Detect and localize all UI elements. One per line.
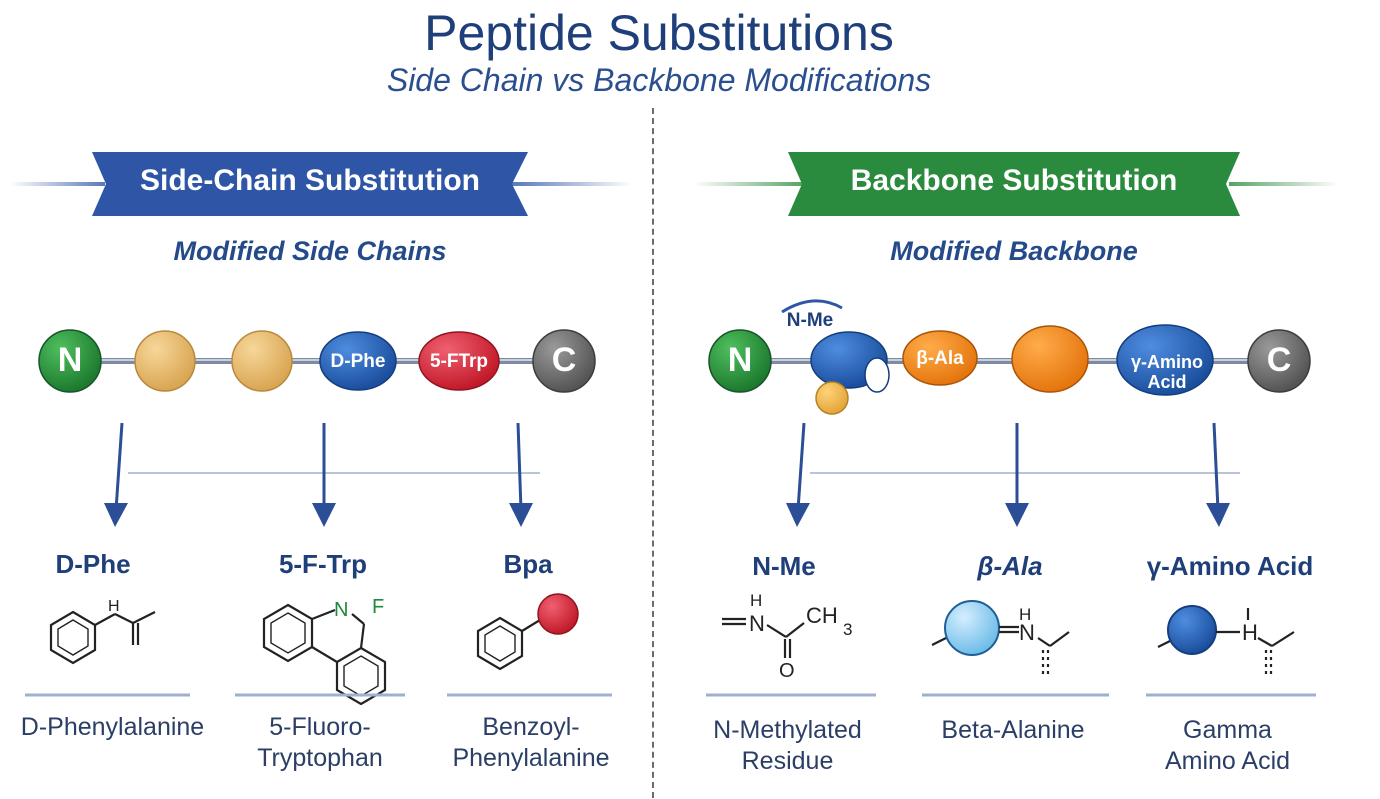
5-f-trp-name: 5-F-Trp bbox=[278, 549, 368, 579]
svg-text:H: H bbox=[1019, 605, 1031, 624]
bpa-name: Bpa bbox=[503, 549, 553, 579]
d-phe-desc-line1: D-Phenylalanine bbox=[20, 713, 205, 741]
arrow-down-icon bbox=[312, 503, 336, 527]
d-phe-node bbox=[319, 331, 397, 391]
right-structures: H N CH 3 O H N H bbox=[706, 591, 1316, 697]
n-terminus-label: N bbox=[57, 341, 83, 379]
residue-node bbox=[1011, 325, 1089, 393]
5-f-trp-structure bbox=[262, 603, 387, 705]
left-structures: H N F bbox=[25, 593, 612, 705]
center-divider bbox=[652, 108, 654, 798]
c-terminus-label: C bbox=[1266, 341, 1292, 379]
bpa-desc-line2: Phenylalanine bbox=[452, 744, 610, 772]
arrow-down-icon bbox=[104, 503, 128, 527]
svg-text:3: 3 bbox=[843, 620, 852, 639]
c-terminus-label: C bbox=[551, 341, 577, 379]
d-phe-structure bbox=[49, 610, 156, 665]
n-me-name: N-Me bbox=[752, 551, 816, 581]
atom-h-label: H bbox=[108, 598, 120, 615]
svg-text:N: N bbox=[1019, 620, 1035, 645]
left-banner: Side-Chain Substitution bbox=[140, 164, 480, 197]
5-ftrp-node bbox=[418, 331, 500, 391]
gamma-amino-label-line2: Acid bbox=[1147, 372, 1187, 392]
right-banner: Backbone Substitution bbox=[850, 164, 1178, 197]
left-subheading: Modified Side Chains bbox=[173, 236, 447, 266]
beta-ala-name: β-Ala bbox=[977, 551, 1043, 581]
residue-node bbox=[134, 330, 196, 392]
page-title: Peptide Substitutions bbox=[424, 5, 894, 61]
beta-ala-node bbox=[902, 330, 978, 386]
beta-ala-label: β-Ala bbox=[916, 348, 964, 369]
gamma-amino-structure: H bbox=[1157, 605, 1295, 676]
bpa-desc-line1: Benzoyl- bbox=[482, 713, 580, 741]
right-peptide-chain bbox=[708, 299, 1311, 415]
right-banner-graphic bbox=[694, 152, 1339, 216]
arrow-down-icon bbox=[509, 503, 533, 527]
right-subheading: Modified Backbone bbox=[890, 236, 1138, 266]
n-me-desc-line1: N-Methylated bbox=[713, 716, 862, 744]
gamma-amino-acid-name: γ-Amino Acid bbox=[1146, 551, 1314, 581]
page-subtitle: Side Chain vs Backbone Modifications bbox=[386, 62, 932, 98]
beta-ala-structure: H N bbox=[931, 600, 1070, 676]
5-f-trp-desc-line1: 5-Fluoro- bbox=[269, 713, 371, 741]
gamma-amino-label-line1: γ-Amino bbox=[1131, 352, 1203, 372]
n-me-chain-label: N-Me bbox=[786, 310, 834, 331]
d-phe-name: D-Phe bbox=[55, 549, 131, 579]
5-f-trp-desc-line2: Tryptophan bbox=[257, 744, 383, 772]
gamma-desc-line1: Gamma bbox=[1183, 716, 1272, 744]
arrow-down-icon bbox=[1005, 503, 1029, 527]
c-terminus-node bbox=[532, 329, 596, 393]
svg-text:H: H bbox=[1242, 620, 1258, 645]
left-peptide-chain bbox=[38, 329, 596, 393]
left-banner-graphic bbox=[10, 152, 632, 216]
n-terminus-node bbox=[708, 329, 772, 393]
n-terminus-label: N bbox=[727, 341, 753, 379]
beta-ala-desc-line1: Beta-Alanine bbox=[941, 716, 1085, 744]
atom-f-label: F bbox=[372, 596, 384, 618]
5-ftrp-label: 5-FTrp bbox=[429, 351, 489, 372]
gamma-amino-node bbox=[1116, 324, 1214, 396]
right-arrows bbox=[786, 422, 1240, 527]
svg-text:O: O bbox=[779, 660, 795, 682]
svg-text:CH: CH bbox=[806, 603, 838, 628]
n-me-structure: H N CH 3 O bbox=[722, 591, 852, 682]
arrow-down-icon bbox=[786, 503, 810, 527]
residue-node bbox=[231, 330, 293, 392]
svg-text:N: N bbox=[749, 611, 765, 636]
n-terminus-node bbox=[38, 329, 102, 393]
c-terminus-node bbox=[1247, 329, 1311, 393]
bpa-structure bbox=[476, 593, 579, 671]
gamma-desc-line2: Amino Acid bbox=[1164, 747, 1291, 775]
left-arrows bbox=[104, 422, 540, 527]
n-me-desc-line2: Residue bbox=[741, 747, 834, 775]
arrow-down-icon bbox=[1206, 503, 1230, 527]
d-phe-label: D-Phe bbox=[330, 351, 386, 372]
svg-text:H: H bbox=[750, 591, 762, 610]
atom-n-label: N bbox=[334, 599, 348, 621]
